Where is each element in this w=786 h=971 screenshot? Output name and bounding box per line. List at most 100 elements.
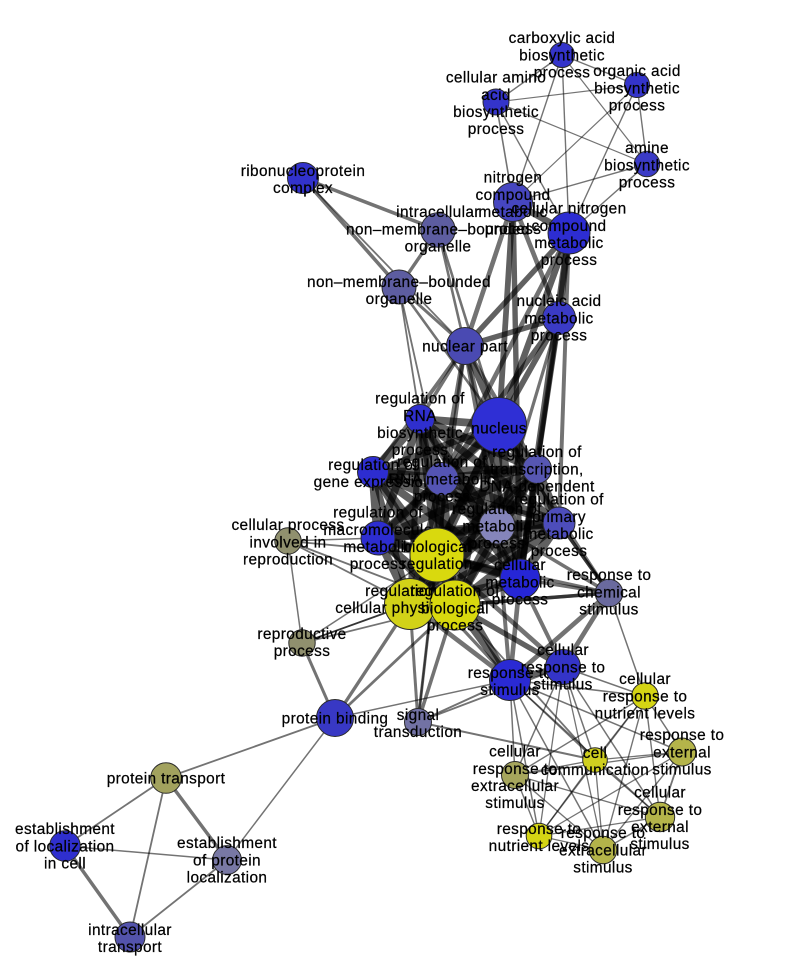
svg-text:intracellular: intracellular	[88, 922, 172, 939]
svg-text:process: process	[469, 536, 526, 553]
svg-text:process: process	[468, 121, 525, 138]
svg-text:transcription,: transcription,	[490, 461, 583, 478]
svg-text:metabolic: metabolic	[478, 204, 547, 221]
svg-text:biological: biological	[421, 600, 489, 617]
svg-text:extracellular: extracellular	[471, 778, 559, 795]
svg-text:non–membrane–bounded: non–membrane–bounded	[346, 221, 530, 238]
svg-text:process: process	[414, 489, 471, 506]
svg-text:cellular: cellular	[619, 671, 671, 688]
svg-text:regulation of: regulation of	[410, 583, 500, 600]
svg-text:in cell: in cell	[44, 856, 86, 873]
svg-text:process: process	[427, 618, 484, 635]
svg-text:chemical: chemical	[577, 584, 641, 601]
svg-text:process: process	[541, 252, 598, 269]
svg-text:process: process	[492, 592, 549, 609]
svg-text:nucleic acid: nucleic acid	[517, 293, 602, 310]
svg-text:carboxylic acid: carboxylic acid	[509, 30, 616, 47]
svg-text:reproduction: reproduction	[243, 552, 333, 569]
svg-text:process: process	[392, 442, 449, 459]
svg-text:cellular nitrogen: cellular nitrogen	[511, 201, 626, 218]
svg-text:organelle: organelle	[405, 239, 472, 256]
svg-text:response to: response to	[473, 761, 558, 778]
svg-text:protein transport: protein transport	[107, 770, 226, 787]
svg-text:stimulus: stimulus	[533, 677, 593, 694]
svg-text:primary: primary	[532, 509, 586, 526]
svg-text:cell: cell	[583, 745, 608, 762]
svg-text:amine: amine	[625, 140, 669, 157]
svg-text:process: process	[619, 175, 676, 192]
svg-text:stimulus: stimulus	[630, 836, 690, 853]
svg-text:process: process	[274, 643, 331, 660]
svg-text:metabolic: metabolic	[524, 526, 593, 543]
svg-text:nutrient levels: nutrient levels	[489, 838, 590, 855]
svg-text:of protein: of protein	[193, 852, 261, 869]
svg-text:gene expression: gene expression	[314, 474, 433, 491]
svg-text:communication: communication	[541, 762, 649, 779]
svg-text:external: external	[653, 744, 711, 761]
svg-text:cellular amino: cellular amino	[446, 70, 546, 87]
svg-text:metabolic: metabolic	[485, 574, 554, 591]
svg-text:biosynthetic: biosynthetic	[519, 47, 605, 64]
svg-text:regulation of: regulation of	[452, 501, 542, 518]
svg-text:cellular: cellular	[634, 785, 686, 802]
svg-text:biosynthetic: biosynthetic	[604, 157, 690, 174]
svg-text:RNA metabolic: RNA metabolic	[389, 471, 496, 488]
svg-text:reproductive: reproductive	[257, 626, 346, 643]
svg-text:signal: signal	[397, 707, 440, 724]
svg-text:biological: biological	[403, 539, 471, 556]
svg-text:cellular: cellular	[537, 642, 589, 659]
svg-text:response to: response to	[603, 688, 688, 705]
svg-text:cellular: cellular	[489, 744, 541, 761]
svg-text:acid: acid	[481, 87, 511, 104]
svg-text:stimulus: stimulus	[579, 602, 639, 619]
svg-text:compound: compound	[476, 187, 551, 204]
svg-text:biosynthetic: biosynthetic	[594, 80, 680, 97]
svg-text:transport: transport	[98, 939, 162, 956]
svg-text:process: process	[350, 556, 407, 573]
svg-text:DNA-dependent: DNA-dependent	[479, 479, 595, 496]
svg-text:response to: response to	[468, 665, 553, 682]
svg-text:response to: response to	[567, 567, 652, 584]
svg-text:regulation of: regulation of	[328, 457, 418, 474]
svg-text:response to: response to	[521, 659, 606, 676]
svg-text:protein binding: protein binding	[282, 710, 389, 727]
svg-text:macromolecule: macromolecule	[323, 522, 432, 539]
svg-text:cellular process: cellular process	[231, 517, 344, 534]
svg-text:metabolic: metabolic	[534, 235, 603, 252]
svg-text:regulation of: regulation of	[492, 444, 582, 461]
svg-text:nucleus: nucleus	[471, 420, 527, 437]
svg-text:nitrogen: nitrogen	[484, 170, 543, 187]
svg-text:nutrient levels: nutrient levels	[595, 706, 696, 723]
svg-text:process: process	[485, 221, 542, 238]
svg-text:stimulus: stimulus	[485, 795, 545, 812]
svg-text:external: external	[631, 819, 689, 836]
svg-text:response to: response to	[618, 802, 703, 819]
svg-text:metabolic: metabolic	[462, 518, 531, 535]
svg-text:response to: response to	[561, 825, 646, 842]
svg-text:non–membrane–bounded: non–membrane–bounded	[307, 274, 491, 291]
svg-text:complex: complex	[273, 180, 333, 197]
svg-text:extracellular: extracellular	[559, 842, 647, 859]
svg-text:organic acid: organic acid	[593, 63, 681, 80]
svg-text:biosynthetic: biosynthetic	[377, 425, 463, 442]
svg-text:response to: response to	[497, 821, 582, 838]
svg-text:regulation of: regulation of	[333, 505, 423, 522]
svg-text:regulation of: regulation of	[514, 492, 604, 509]
svg-text:regulation of: regulation of	[397, 454, 487, 471]
svg-text:metabolic: metabolic	[524, 310, 593, 327]
svg-text:organelle: organelle	[366, 291, 433, 308]
svg-text:intracellular: intracellular	[396, 204, 480, 221]
svg-text:involved in: involved in	[250, 534, 327, 551]
svg-text:compound: compound	[532, 218, 607, 235]
svg-text:biosynthetic: biosynthetic	[453, 104, 539, 121]
svg-text:of localization: of localization	[16, 838, 115, 855]
svg-text:regulation of: regulation of	[375, 391, 465, 408]
svg-text:establishment: establishment	[177, 835, 277, 852]
svg-text:nuclear part: nuclear part	[422, 338, 508, 355]
svg-text:ribonucleoprotein: ribonucleoprotein	[241, 163, 366, 180]
svg-text:localization: localization	[187, 870, 268, 887]
svg-text:process: process	[534, 65, 591, 82]
svg-text:stimulus: stimulus	[480, 682, 540, 699]
svg-text:transduction: transduction	[374, 724, 462, 741]
svg-text:stimulus: stimulus	[652, 762, 712, 779]
